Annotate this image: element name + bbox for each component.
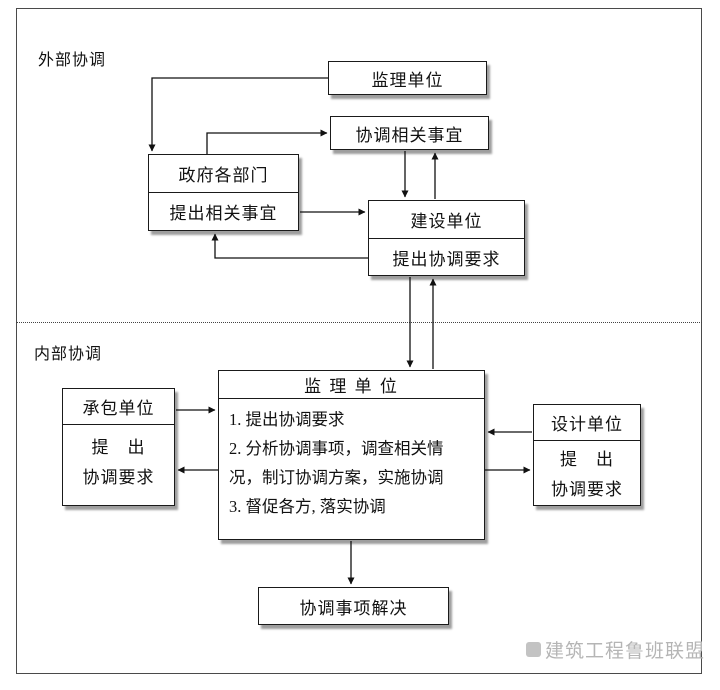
internal-section-label: 内部协调 xyxy=(34,346,103,363)
supervision-unit-box-external: 监理单位 xyxy=(328,61,487,95)
outer-frame xyxy=(16,8,702,674)
watermark: 建筑工程鲁班联盟 xyxy=(526,636,705,663)
contractor-unit-title: 承包单位 xyxy=(63,389,174,425)
government-departments-title: 政府各部门 xyxy=(178,166,269,185)
supervision-unit-internal-title: 监 理 单 位 xyxy=(219,371,484,399)
supervision-unit-internal-body: 1. 提出协调要求 2. 分析协调事项，调查相关情 况，制订协调方案，实施协调 … xyxy=(219,399,484,521)
coordination-resolved-box: 协调事项解决 xyxy=(258,587,449,625)
contractor-request-line-2: 协调要求 xyxy=(82,468,155,487)
supervision-unit-box-internal: 监 理 单 位 1. 提出协调要求 2. 分析协调事项，调查相关情 况，制订协调… xyxy=(218,370,485,540)
government-departments-box: 政府各部门 提出相关事宜 xyxy=(148,154,299,231)
design-request-line-2: 协调要求 xyxy=(551,480,623,499)
watermark-logo-icon xyxy=(526,642,541,657)
construction-unit-box: 建设单位 提出协调要求 xyxy=(368,200,525,276)
external-section-label: 外部协调 xyxy=(38,52,107,69)
supervision-task-line-4: 3. 督促各方, 落实协调 xyxy=(229,497,386,516)
supervision-task-line-1: 1. 提出协调要求 xyxy=(229,410,345,429)
section-divider xyxy=(16,322,702,323)
contractor-unit-box: 承包单位 提 出 协调要求 xyxy=(62,388,175,506)
design-unit-title: 设计单位 xyxy=(534,405,640,441)
construction-unit-subtitle: 提出协调要求 xyxy=(369,238,524,275)
government-departments-subtitle: 提出相关事宜 xyxy=(149,192,298,229)
contractor-request-line-1: 提 出 xyxy=(91,438,146,457)
supervision-task-line-3: 况，制订协调方案，实施协调 xyxy=(229,468,444,487)
coordinate-related-matters-box: 协调相关事宜 xyxy=(330,116,489,150)
construction-unit-title: 建设单位 xyxy=(410,212,483,231)
watermark-text: 建筑工程鲁班联盟 xyxy=(545,641,706,662)
supervision-task-line-2: 2. 分析协调事项，调查相关情 xyxy=(229,439,444,458)
design-request-line-1: 提 出 xyxy=(560,450,614,469)
design-unit-box: 设计单位 提 出 协调要求 xyxy=(533,404,641,506)
